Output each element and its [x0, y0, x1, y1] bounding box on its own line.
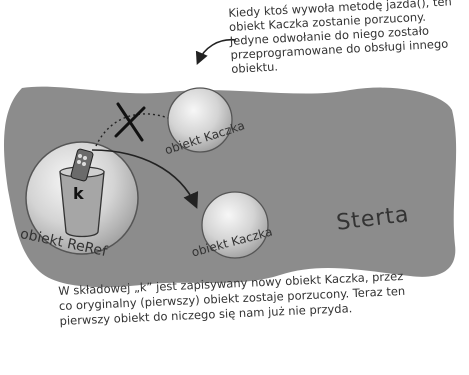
- top-annotation: Kiedy ktoś wywoła metodę jazda(), ten ob…: [228, 0, 467, 76]
- reference-cup: [60, 172, 104, 237]
- reference-variable-label: k: [73, 184, 84, 203]
